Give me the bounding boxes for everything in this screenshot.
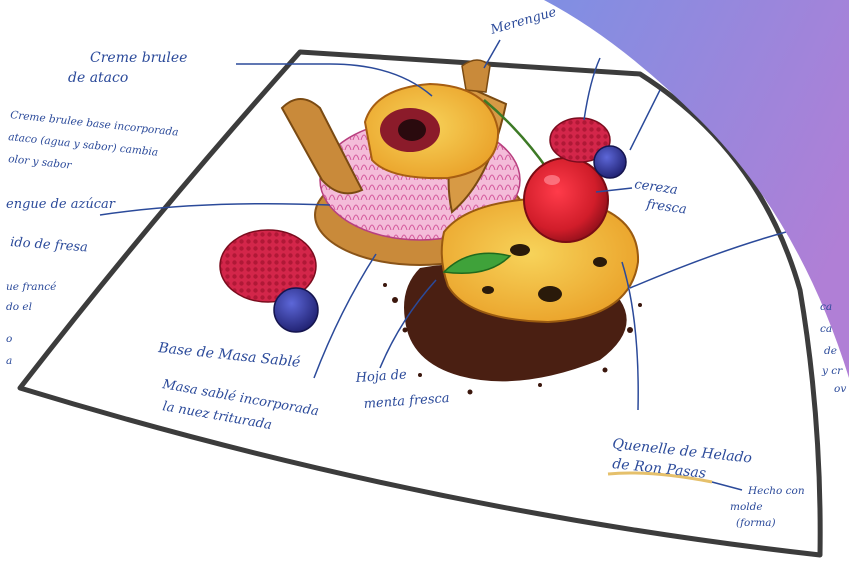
label-left-partial-1: ue francé: [6, 281, 56, 293]
label-creme-title-2: de ataco: [68, 70, 128, 86]
label-left-partial-2: do el: [6, 301, 32, 313]
label-creme-title-1: Creme brulee: [90, 50, 187, 66]
label-merengue-left-2: ido de fresa: [10, 235, 89, 255]
label-right-partial-1: ca: [820, 301, 832, 313]
label-merengue-left-1: engue de azúcar: [6, 197, 116, 212]
label-right-partial-4: y cr: [821, 365, 843, 377]
label-left-partial-3: o: [6, 333, 12, 345]
label-hecho-3: (forma): [736, 517, 776, 529]
label-merengue-top: Merengue: [488, 5, 558, 38]
blueberry-right: [594, 146, 626, 178]
label-right-partial-2: ca: [820, 323, 832, 335]
blueberry-left: [274, 288, 318, 332]
label-right-partial-3: de: [824, 345, 837, 357]
label-hecho-1: Hecho con: [747, 485, 805, 497]
label-creme-desc-3: olor y sabor: [8, 153, 73, 172]
label-left-partial-4: a: [6, 355, 12, 367]
label-right-partial-5: ov: [834, 383, 846, 395]
label-hecho-2: molde: [730, 501, 763, 513]
creme-brulee: [365, 84, 498, 178]
